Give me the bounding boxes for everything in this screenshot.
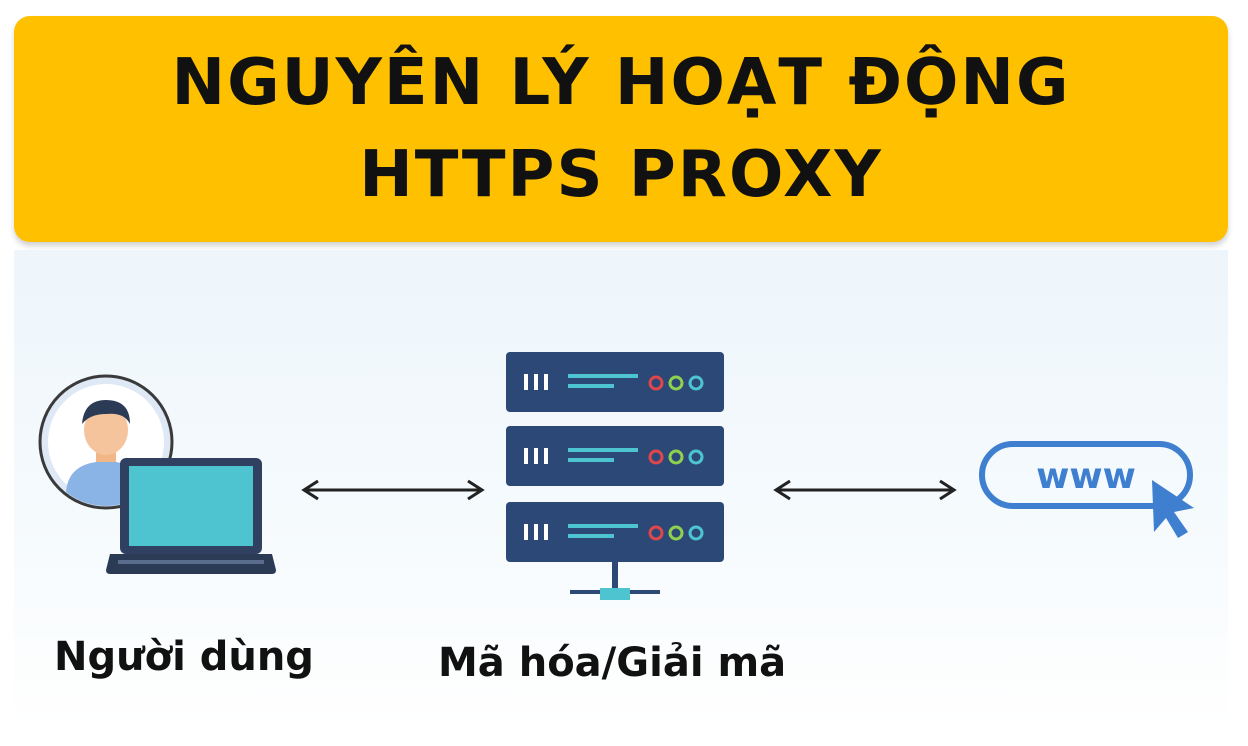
cursor-icon [1152, 480, 1194, 538]
proxy-label: Mã hóa/Giải mã [438, 640, 787, 686]
www-cursor-icon: www [979, 441, 1194, 538]
server-unit [506, 502, 724, 562]
arrow-proxy-web [773, 479, 957, 501]
server-unit [506, 426, 724, 486]
user-laptop-icon [38, 374, 276, 574]
laptop [106, 458, 276, 574]
server-rack-icon [506, 352, 724, 600]
server-unit [506, 352, 724, 412]
title-banner: NGUYÊN LÝ HOẠT ĐỘNG HTTPS PROXY [14, 16, 1228, 242]
title-line-2: HTTPS PROXY [359, 138, 883, 212]
user-label: Người dùng [54, 634, 314, 680]
network-connector [570, 562, 660, 600]
www-text: www [1036, 456, 1136, 497]
title-line-1: NGUYÊN LÝ HOẠT ĐỘNG [171, 46, 1071, 120]
arrow-user-proxy [301, 479, 485, 501]
